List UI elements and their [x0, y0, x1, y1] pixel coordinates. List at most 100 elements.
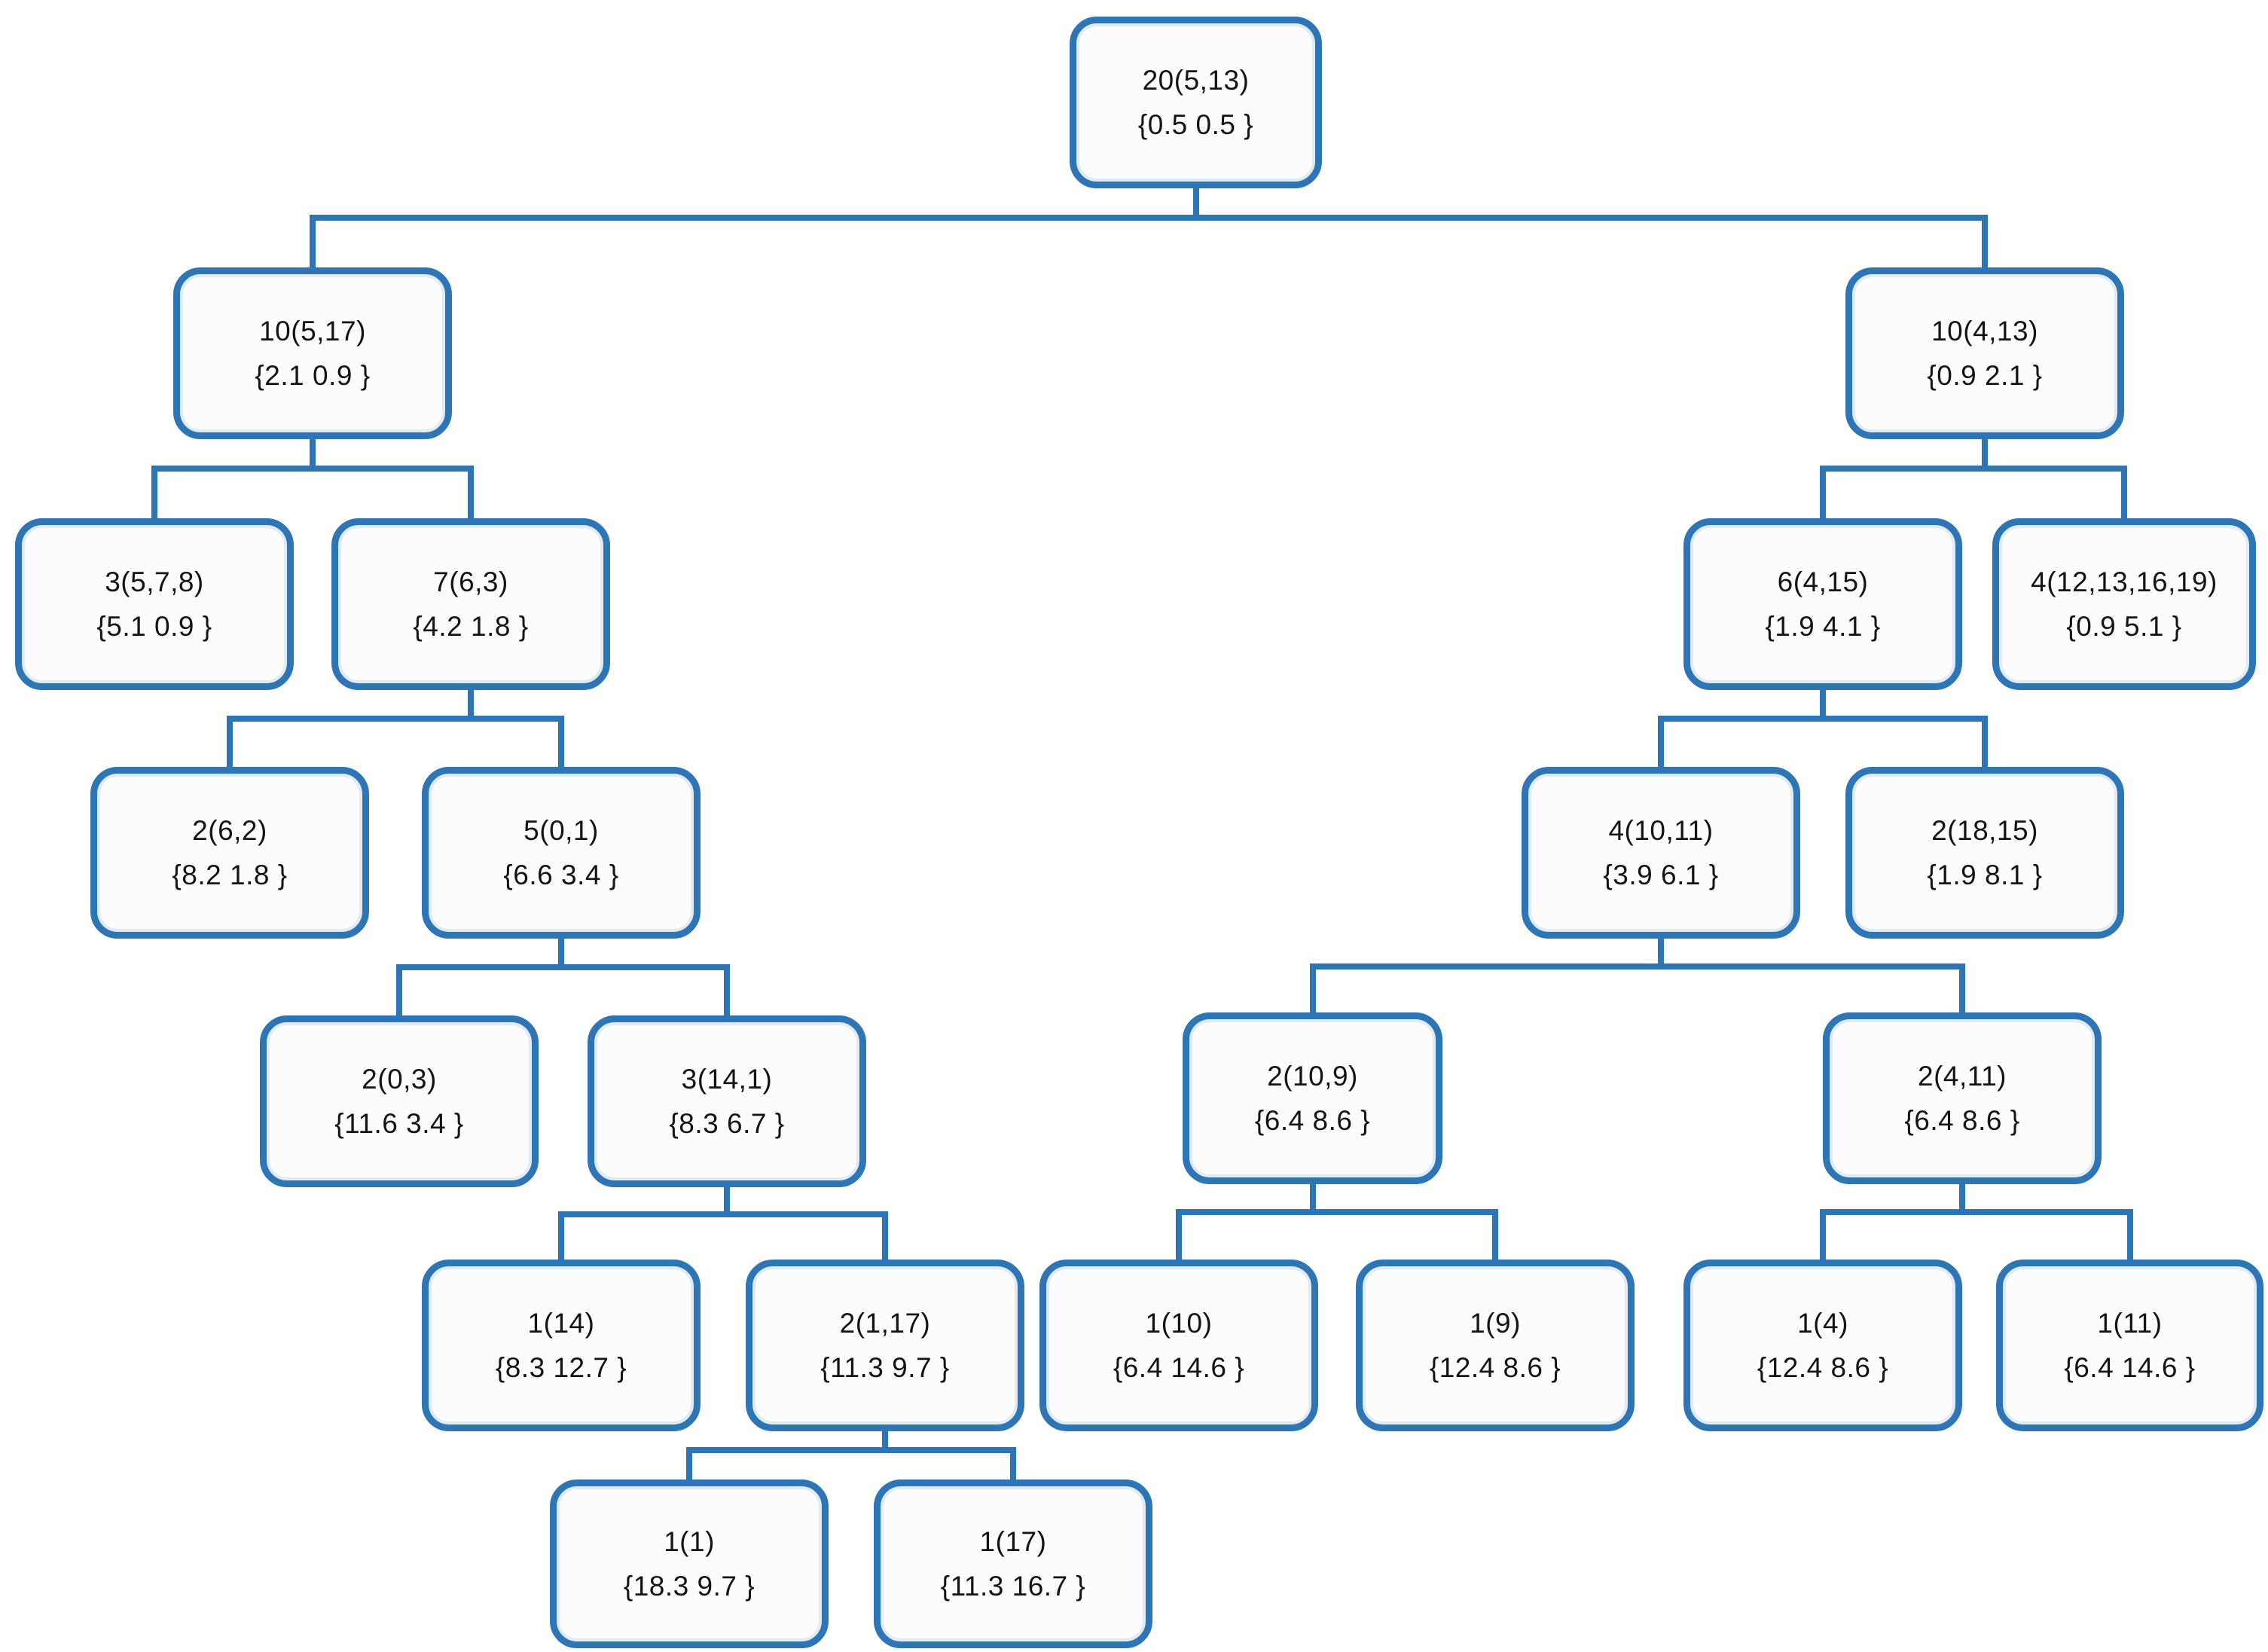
- node-weights: {0.9 2.1 }: [1927, 360, 2043, 391]
- tree-node-2-4-11: 2(4,11) {6.4 8.6 }: [1823, 1012, 2102, 1184]
- connector-segment: [686, 1447, 1016, 1453]
- tree-node-2-6-2: 2(6,2) {8.2 1.8 }: [90, 767, 369, 939]
- connector-segment: [1658, 722, 1664, 767]
- connector-segment: [558, 1211, 888, 1217]
- node-label: 10(4,13): [1931, 316, 2038, 347]
- node-label: 3(14,1): [681, 1064, 773, 1095]
- node-label: 1(4): [1797, 1308, 1848, 1339]
- node-weights: {0.9 5.1 }: [2066, 611, 2182, 642]
- connector-segment: [1820, 472, 1826, 518]
- connector-segment: [2126, 1215, 2133, 1260]
- node-weights: {8.2 1.8 }: [172, 860, 288, 890]
- node-label: 1(17): [979, 1526, 1047, 1557]
- node-weights: {6.6 3.4 }: [503, 860, 619, 890]
- node-label: 1(10): [1145, 1308, 1213, 1339]
- connector-segment: [1176, 1215, 1182, 1260]
- node-weights: {12.4 8.6 }: [1429, 1352, 1561, 1383]
- connector-segment: [882, 1217, 888, 1260]
- node-label: 1(14): [527, 1308, 595, 1339]
- node-label: 10(5,17): [259, 316, 366, 347]
- tree-node-1-11: 1(11) {6.4 14.6 }: [1996, 1260, 2263, 1431]
- tree-node-1-14: 1(14) {8.3 12.7 }: [422, 1260, 701, 1431]
- node-label: 1(11): [2097, 1308, 2163, 1339]
- tree-node-7-6-3: 7(6,3) {4.2 1.8 }: [331, 518, 610, 690]
- connector-segment: [396, 964, 730, 970]
- node-weights: {4.2 1.8 }: [413, 611, 529, 642]
- tree-node-1-17: 1(17) {11.3 16.7 }: [874, 1479, 1152, 1648]
- tree-node-3-5-7-8: 3(5,7,8) {5.1 0.9 }: [15, 518, 294, 690]
- connector-segment: [227, 722, 233, 767]
- connector-segment: [1959, 1184, 1965, 1215]
- node-weights: {11.3 9.7 }: [820, 1352, 950, 1383]
- node-label: 4(12,13,16,19): [2031, 566, 2218, 597]
- node-weights: {1.9 4.1 }: [1765, 611, 1881, 642]
- connector-segment: [1658, 939, 1664, 970]
- connector-segment: [1309, 963, 1965, 970]
- node-weights: {6.4 8.6 }: [1904, 1105, 2020, 1136]
- tree-node-6-4-15: 6(4,15) {1.9 4.1 }: [1683, 518, 1962, 690]
- connector-segment: [1492, 1215, 1498, 1260]
- tree-node-2-1-17: 2(1,17) {11.3 9.7 }: [746, 1260, 1024, 1431]
- node-label: 2(6,2): [192, 815, 267, 846]
- tree-node-20-5-13: 20(5,13) {0.5 0.5 }: [1070, 17, 1322, 188]
- node-weights: {6.4 8.6 }: [1254, 1105, 1371, 1136]
- node-label: 3(5,7,8): [105, 566, 204, 597]
- node-weights: {8.3 12.7 }: [495, 1352, 627, 1383]
- connector-segment: [558, 939, 564, 970]
- node-weights: {6.4 14.6 }: [2064, 1352, 2196, 1383]
- connector-segment: [151, 466, 474, 472]
- connector-segment: [151, 472, 157, 518]
- connector-segment: [1820, 690, 1826, 722]
- node-label: 7(6,3): [433, 566, 508, 597]
- node-weights: {11.3 16.7 }: [940, 1571, 1086, 1602]
- tree-node-5-0-1: 5(0,1) {6.6 3.4 }: [422, 767, 701, 939]
- connector-segment: [1192, 188, 1199, 221]
- connector-segment: [1820, 466, 2127, 472]
- connector-segment: [1658, 716, 1988, 722]
- connector-segment: [1820, 1209, 2133, 1215]
- tree-node-2-18-15: 2(18,15) {1.9 8.1 }: [1845, 767, 2124, 939]
- node-label: 2(4,11): [1918, 1061, 2007, 1092]
- node-weights: {2.1 0.9 }: [255, 360, 371, 391]
- connector-segment: [882, 1431, 888, 1453]
- connector-segment: [310, 221, 316, 267]
- node-weights: {1.9 8.1 }: [1927, 860, 2043, 890]
- connector-segment: [724, 970, 730, 1015]
- connector-segment: [310, 215, 1988, 221]
- node-label: 2(10,9): [1267, 1061, 1358, 1092]
- connector-segment: [396, 970, 402, 1015]
- node-label: 2(1,17): [839, 1308, 931, 1339]
- connector-segment: [1309, 1184, 1316, 1215]
- connector-segment: [468, 472, 474, 518]
- node-weights: {12.4 8.6 }: [1757, 1352, 1889, 1383]
- connector-segment: [558, 1217, 564, 1260]
- node-weights: {5.1 0.9 }: [96, 611, 212, 642]
- connector-segment: [2121, 472, 2127, 518]
- node-label: 1(9): [1470, 1308, 1521, 1339]
- node-weights: {11.6 3.4 }: [334, 1108, 464, 1139]
- connector-segment: [1982, 722, 1988, 767]
- node-label: 20(5,13): [1142, 65, 1250, 96]
- connector-segment: [1820, 1215, 1826, 1260]
- connector-segment: [1982, 439, 1988, 472]
- tree-node-1-1: 1(1) {18.3 9.7 }: [550, 1479, 829, 1648]
- tree-node-10-4-13: 10(4,13) {0.9 2.1 }: [1845, 267, 2124, 439]
- connector-segment: [1982, 221, 1988, 267]
- tree-node-4-10-11: 4(10,11) {3.9 6.1 }: [1522, 767, 1800, 939]
- connector-segment: [686, 1453, 692, 1479]
- node-label: 2(0,3): [362, 1064, 437, 1095]
- tree-node-2-0-3: 2(0,3) {11.6 3.4 }: [260, 1015, 539, 1187]
- connector-segment: [1309, 970, 1316, 1012]
- connector-segment: [1959, 970, 1965, 1012]
- node-weights: {6.4 14.6 }: [1113, 1352, 1245, 1383]
- connector-segment: [724, 1187, 730, 1217]
- tree-node-3-14-1: 3(14,1) {8.3 6.7 }: [588, 1015, 866, 1187]
- connector-segment: [468, 690, 474, 722]
- tree-node-1-9: 1(9) {12.4 8.6 }: [1356, 1260, 1635, 1431]
- tree-node-1-4: 1(4) {12.4 8.6 }: [1683, 1260, 1962, 1431]
- node-label: 5(0,1): [524, 815, 599, 846]
- connector-segment: [558, 722, 564, 767]
- tree-node-2-10-9: 2(10,9) {6.4 8.6 }: [1183, 1012, 1442, 1184]
- node-label: 2(18,15): [1931, 815, 2038, 846]
